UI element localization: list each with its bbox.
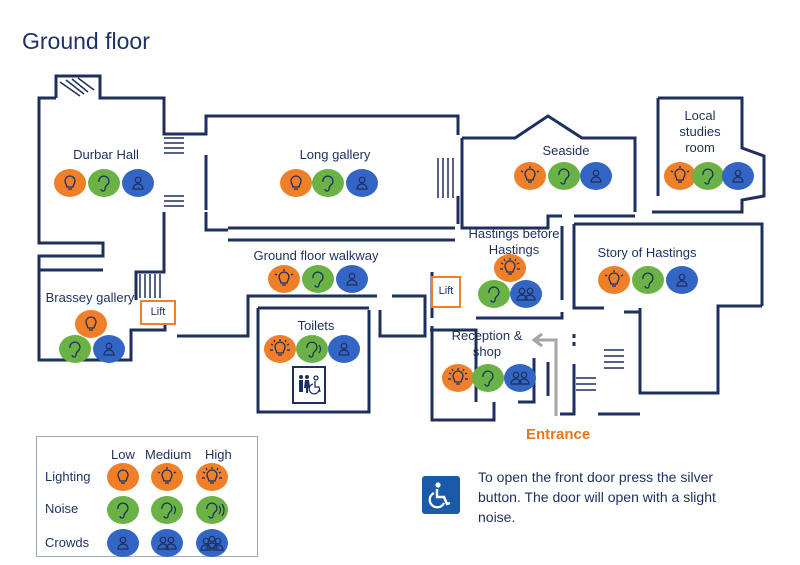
lighting-medium-marker [598, 266, 630, 294]
lighting-high-marker [196, 463, 228, 491]
noise-medium-marker [151, 496, 183, 524]
sensory-markers [54, 162, 754, 392]
noise-low-marker [692, 162, 724, 190]
legend: Low Medium High Lighting Noise Crowds [36, 436, 258, 557]
crowds-medium-marker [504, 364, 536, 392]
room-durbar-hall[interactable]: Durbar Hall [73, 147, 139, 162]
entrance-label: Entrance [526, 426, 591, 443]
legend-header-low: Low [111, 447, 135, 462]
crowds-medium-marker [151, 529, 183, 557]
crowds-low-marker [346, 169, 378, 197]
noise-low-marker [302, 265, 334, 293]
room-hastings-before-hastings[interactable]: Hastings before Hastings [468, 226, 560, 257]
room-ground-floor-walkway[interactable]: Ground floor walkway [253, 248, 379, 263]
crowds-low-marker [328, 335, 360, 363]
lighting-low-marker [280, 169, 312, 197]
stairs-icon [59, 77, 624, 391]
noise-low-marker [632, 266, 664, 294]
lighting-medium-marker [664, 162, 696, 190]
room-long-gallery[interactable]: Long gallery [299, 147, 371, 162]
crowds-low-marker [580, 162, 612, 190]
room-reception-shop[interactable]: Reception & shop [451, 328, 523, 359]
crowds-high-marker [196, 529, 228, 557]
crowds-low-marker [93, 335, 125, 363]
noise-low-marker [478, 280, 510, 308]
noise-low-marker [472, 364, 504, 392]
legend-markers [107, 463, 228, 557]
crowds-medium-marker [510, 280, 542, 308]
lighting-medium-marker [514, 162, 546, 190]
wheelchair-icon [422, 476, 460, 514]
legend-row-crowds: Crowds [45, 535, 90, 550]
lighting-high-marker [494, 254, 526, 282]
front-door-note: To open the front door press the silver … [478, 469, 716, 525]
room-local-studies-room[interactable]: Local studies room [679, 108, 721, 155]
legend-header-medium: Medium [145, 447, 192, 462]
legend-row-noise: Noise [45, 501, 79, 516]
noise-low-marker [312, 169, 344, 197]
legend-row-lighting: Lighting [45, 469, 91, 484]
noise-medium-marker [296, 335, 328, 363]
room-story-of-hastings[interactable]: Story of Hastings [597, 245, 697, 260]
walls [37, 74, 766, 422]
noise-low-marker [548, 162, 580, 190]
crowds-low-marker [122, 169, 154, 197]
page-title: Ground floor [22, 28, 150, 54]
noise-low-marker [88, 169, 120, 197]
entrance-arrow-icon [531, 332, 558, 416]
lighting-medium-marker [268, 265, 300, 293]
lighting-low-marker [107, 463, 139, 491]
crowds-low-marker [666, 266, 698, 294]
noise-high-marker [196, 496, 228, 524]
crowds-low-marker [336, 265, 368, 293]
noise-low-marker [59, 335, 91, 363]
lighting-medium-marker [151, 463, 183, 491]
room-seaside[interactable]: Seaside [542, 143, 590, 158]
crowds-low-marker [107, 529, 139, 557]
noise-low-marker [107, 496, 139, 524]
legend-header-high: High [205, 447, 232, 462]
lighting-high-marker [442, 364, 474, 392]
lift-left[interactable]: Lift [140, 300, 176, 325]
toilet-icon [292, 366, 326, 404]
lift-right[interactable]: Lift [431, 276, 461, 308]
room-brassey-gallery[interactable]: Brassey gallery [45, 290, 135, 305]
crowds-low-marker [722, 162, 754, 190]
room-toilets[interactable]: Toilets [297, 318, 335, 333]
lighting-low-marker [75, 310, 107, 338]
lighting-high-marker [264, 335, 296, 363]
lighting-low-marker [54, 169, 86, 197]
